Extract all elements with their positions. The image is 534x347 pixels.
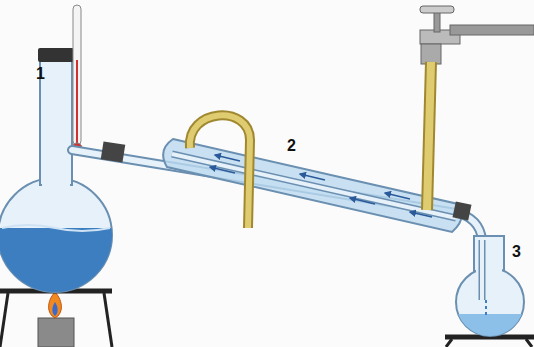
receiving-flask: [450, 236, 530, 344]
callout-number: 3: [512, 244, 521, 260]
burner: [38, 292, 74, 347]
thermometer: [72, 5, 82, 153]
water-hose: [190, 115, 250, 228]
water-hose: [190, 115, 250, 228]
condenser-jacket: [163, 139, 462, 232]
callout-number: 1: [36, 66, 45, 82]
water-hose: [427, 62, 431, 210]
callout-number: 2: [287, 138, 296, 154]
tripod: [445, 337, 534, 347]
tripod: [0, 291, 112, 347]
water-tap: [420, 6, 534, 64]
water-hose: [427, 62, 431, 210]
distilling-flask: [0, 48, 120, 308]
